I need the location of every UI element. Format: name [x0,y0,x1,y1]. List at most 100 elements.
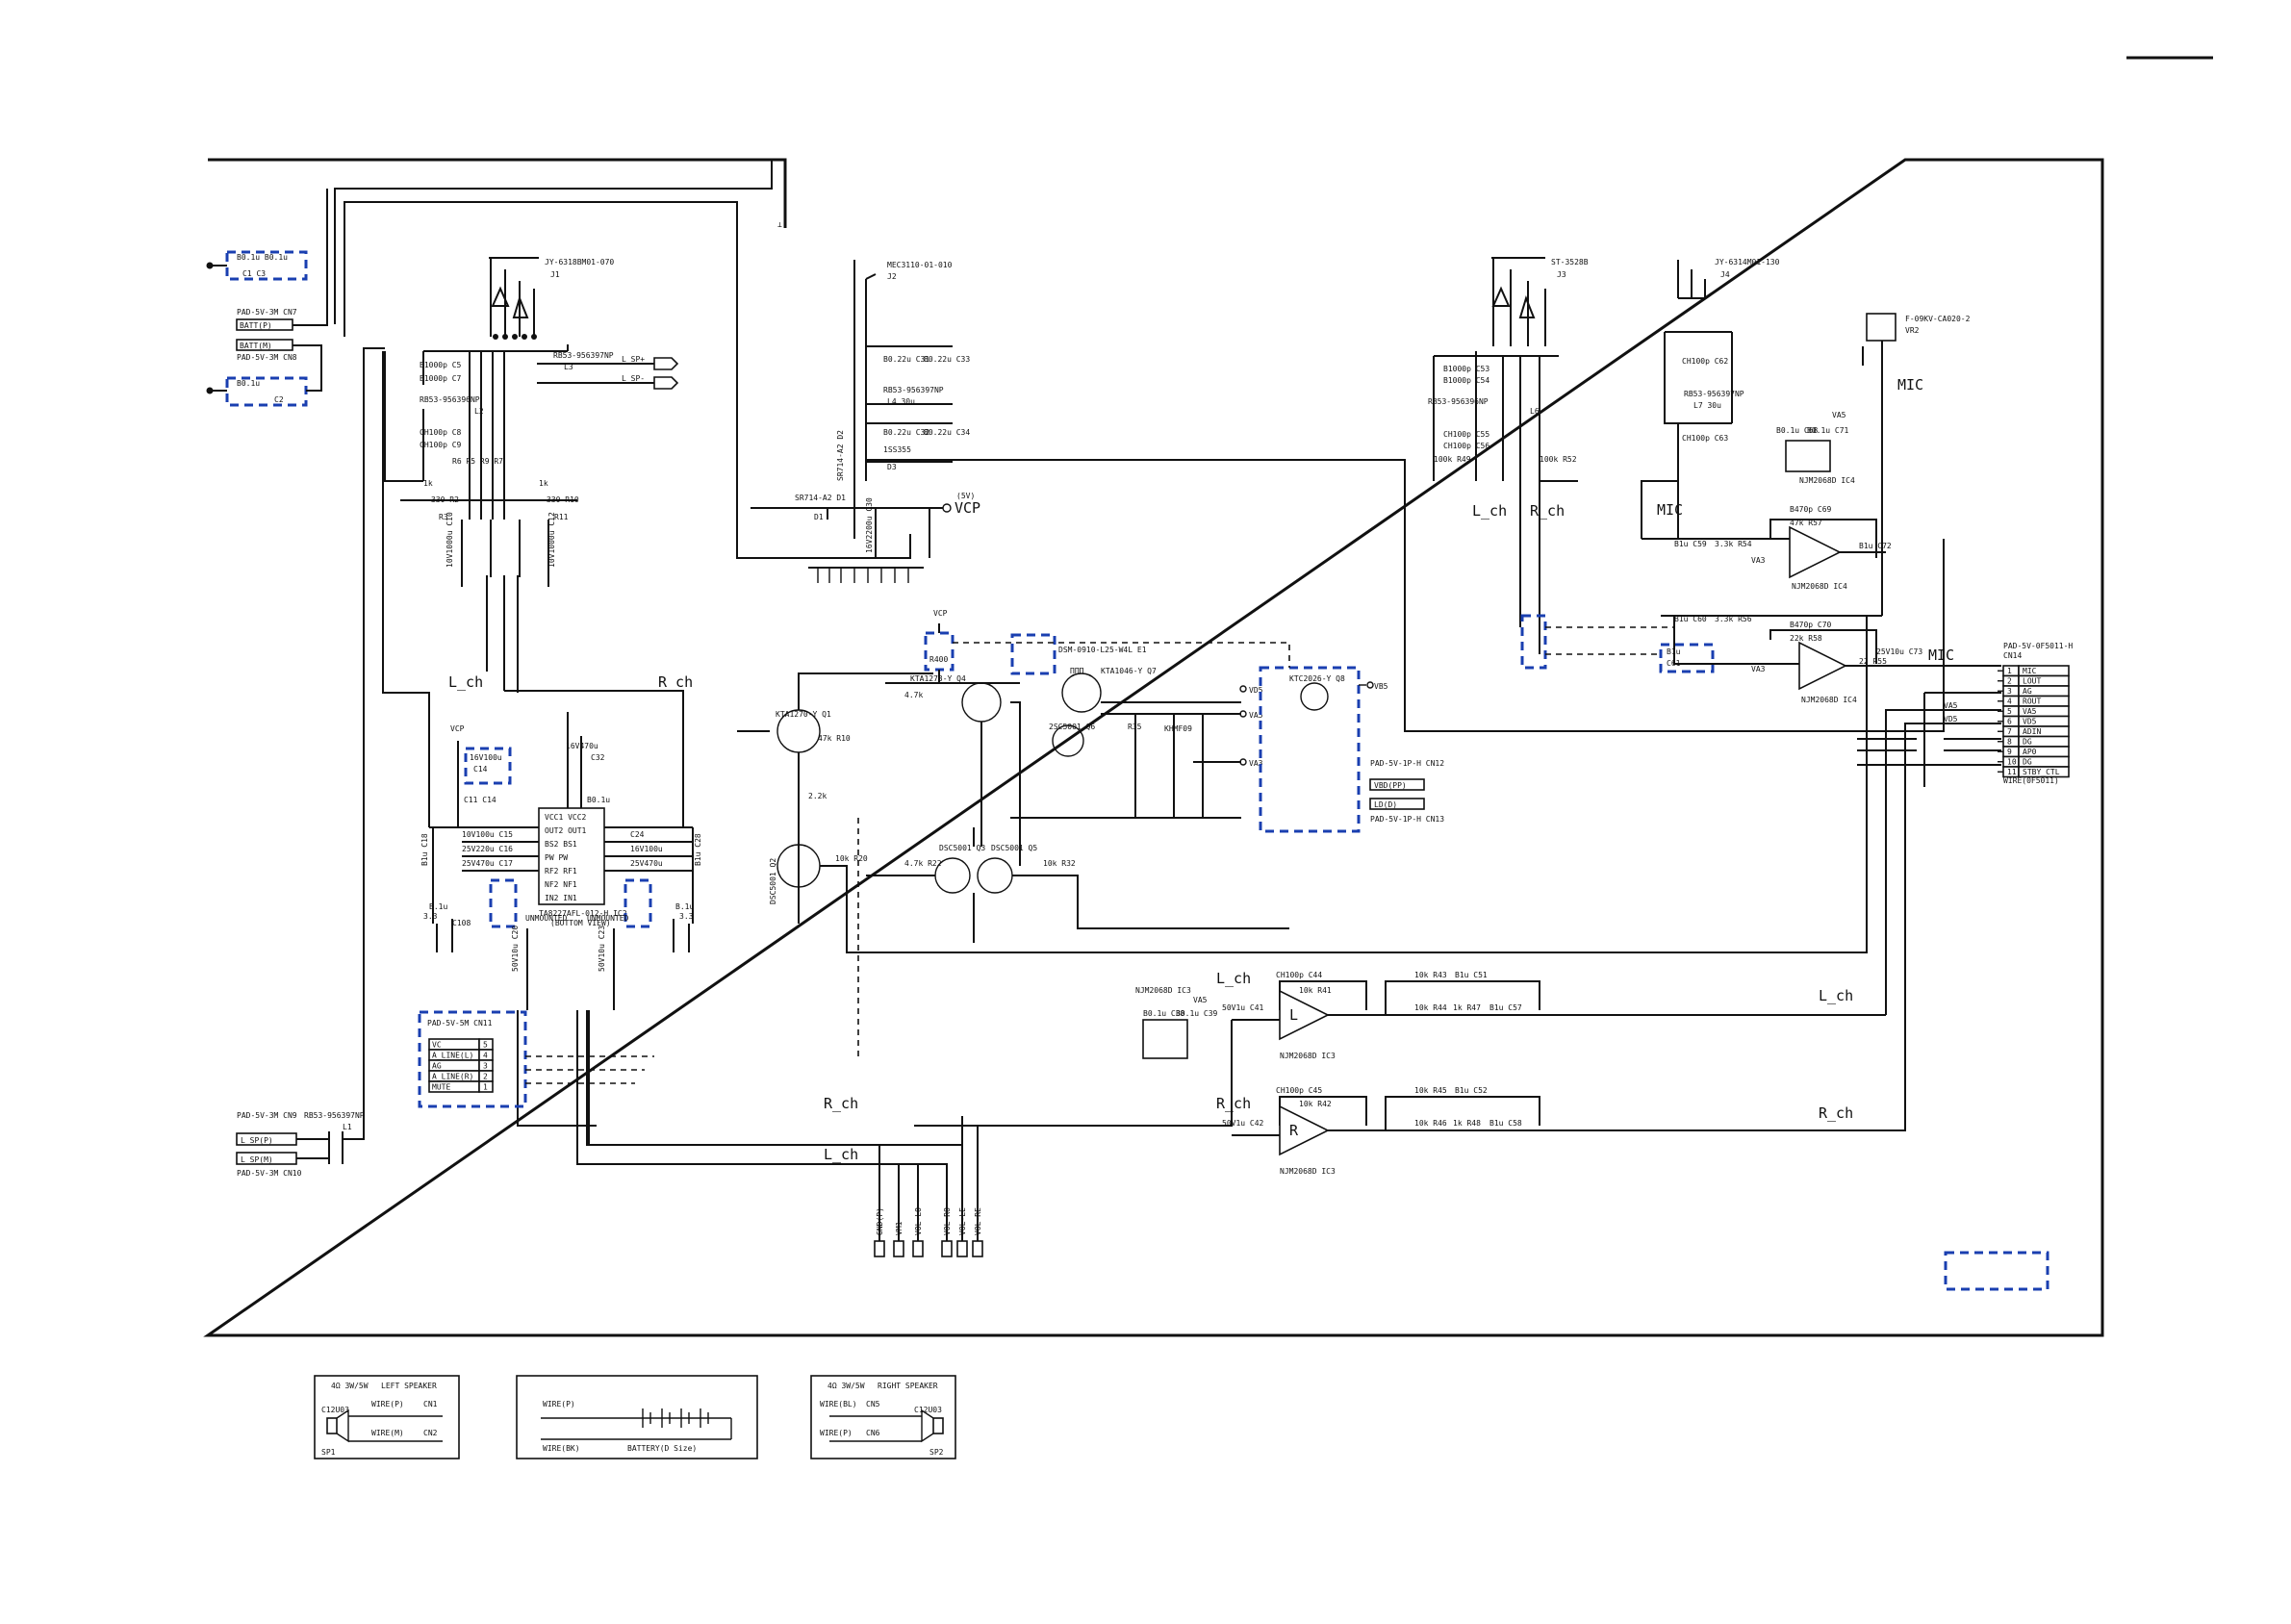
svg-text:B1u C18: B1u C18 [420,833,429,866]
wire [1641,423,1679,539]
j1-part-label: JY-6318BM01-070 [545,258,614,266]
battery-box [516,1375,758,1459]
q3-label: DSC5001 Q3 [939,844,985,852]
c55-label: CH100p C55 [1443,430,1489,439]
cn13-label: PAD-5V-1P-H CN13 [1370,815,1444,824]
ic2-label: TA8227AFL-012-H IC2 [539,909,627,918]
cn14-pin-signal: LOUT [2023,677,2041,686]
cn14-signal-box [2018,766,2070,778]
wire [866,827,1289,943]
q4-label: KTA1273-Y Q4 [910,674,966,683]
lch-label-3: L_ch [1216,970,1251,987]
c69-label: B470p C69 [1790,505,1832,514]
svg-text:PW PW: PW PW [545,853,568,862]
cn14-part-label: PAD-5V-0F5011-H [2003,642,2073,650]
svg-text:16V2200u C30: 16V2200u C30 [865,497,874,553]
cn14-pin-number: 2 [2007,677,2012,686]
bottom-pin-terminal[interactable] [893,1240,904,1257]
unmounted-label-right: UNMOUNTED [587,914,629,923]
terminal-vd5[interactable] [1239,685,1247,693]
j3-jack-symbol [1491,257,1546,346]
svg-text:50V10u C20: 50V10u C20 [511,926,520,972]
wire [423,344,569,352]
svg-text:R: R [1289,1122,1299,1139]
lch-label-1: L_ch [448,673,483,691]
wire [432,827,694,924]
svg-text:RB53-956397NP: RB53-956397NP [1684,390,1744,398]
wire [1857,692,2001,787]
j1-pins [493,334,537,340]
c70-label: B470p C70 [1790,621,1832,629]
ic4-upper-label: NJM2068D IC4 [1792,582,1847,591]
gnd-label: ⊥ [777,220,782,229]
c34-label: B0.22u C34 [924,428,970,437]
svg-text:C32: C32 [591,753,605,762]
bottom-pin-terminal[interactable] [972,1240,983,1257]
terminal-va5[interactable] [1239,710,1247,718]
cn11-pin-box [478,1080,494,1093]
cn14-pin-number: 7 [2007,727,2012,736]
transistor-q5 [977,857,1013,894]
ld-label: LD(D) [1374,800,1397,809]
svg-text:D3: D3 [887,463,897,471]
q2-label: DSC5001 Q2 [769,858,777,904]
c5-label: B1000p C5 [420,361,462,369]
svg-text:B0.1u B0.1u: B0.1u B0.1u [237,253,288,262]
bottom-pin-terminal[interactable] [956,1240,968,1257]
bottom-pin-terminal[interactable] [874,1240,885,1257]
volume-vr2[interactable] [1866,313,1896,342]
wire [1385,980,1886,1131]
svg-text:VD5: VD5 [1944,715,1958,723]
wire [914,1020,1233,1231]
cn8-label: PAD-5V-3M CN8 [237,353,297,362]
unmounted-box-c61 [1659,643,1715,673]
vcp-label: VCP [955,499,980,517]
r58-label: 22k R58 [1790,634,1822,643]
svg-text:VA5: VA5 [1193,996,1208,1004]
svg-text:VB5: VB5 [1374,682,1388,691]
wire [334,160,773,324]
left-speaker-imp: 4Ω 3W/5W [331,1382,369,1390]
cn14-pin-signal: MIC [2023,667,2037,675]
unmounted-label-left: UNMOUNTED [525,914,568,923]
cn14-pin-number: 8 [2007,738,2012,747]
c39-label: B0.1u C39 [1176,1009,1218,1018]
vcp-terminal[interactable] [942,503,952,513]
c44-label: CH100p C44 [1276,971,1322,979]
svg-text:VCP: VCP [450,724,465,733]
wire [462,841,693,872]
wire [210,265,227,392]
ic4-power-pin [1785,440,1831,472]
rch-label-4: R_ch [1819,1104,1853,1122]
unmounted-box-c11 [464,747,512,785]
terminal-vb5[interactable] [1366,681,1374,689]
r56-label: 3.3k R56 [1715,615,1752,623]
svg-text:ΠΠΠ: ΠΠΠ [1070,667,1084,675]
wire [1885,709,2001,1131]
svg-text:B.1u: B.1u [429,902,447,911]
unmounted-box-q [924,631,955,672]
bottom-pin-terminal[interactable] [941,1240,953,1257]
wire [517,1010,962,1146]
svg-text:L_SP-: L_SP- [622,374,645,383]
wire [344,201,911,559]
cn14-ref-label: CN14 [2003,651,2022,660]
unmounted-box-c1 [225,250,308,281]
ic3-r-label: NJM2068D IC3 [1280,1167,1336,1176]
speaker-icon [336,1408,349,1443]
bottom-pin-terminal[interactable] [912,1240,924,1257]
cn11-pin-signal: AG [432,1062,442,1071]
svg-text:1k: 1k [539,479,548,488]
svg-text:1SS355: 1SS355 [883,445,911,454]
svg-text:VA3: VA3 [1751,665,1766,673]
rch-label-2: R_ch [824,1095,858,1112]
wire [751,507,930,558]
svg-text:VCC1 VCC2: VCC1 VCC2 [545,813,587,822]
svg-text:25V470u C17: 25V470u C17 [462,859,513,868]
j3-part-label: ST-3528B [1551,258,1589,266]
c31-label: B0.22u C31 [883,355,929,364]
cn9-label: PAD-5V-3M CN9 [237,1111,297,1120]
r43-label: 10k R43 [1414,971,1447,979]
